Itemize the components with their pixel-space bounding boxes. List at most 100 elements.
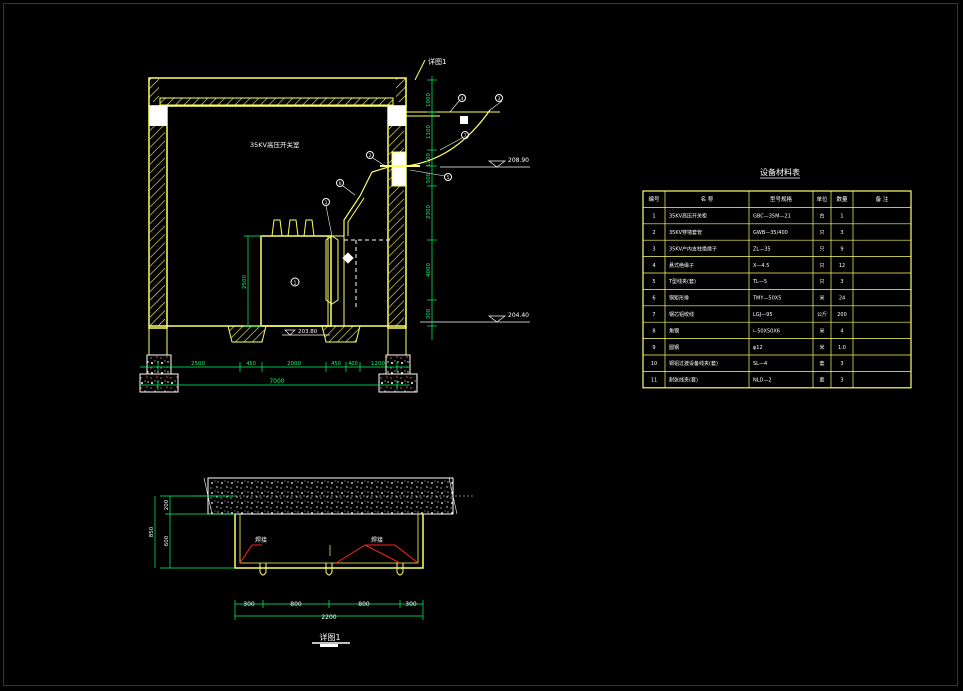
elevation-floor: 203.80 [282, 329, 330, 336]
dim-r-1: 1100 [426, 125, 432, 139]
dim-b-3: 450 [331, 361, 341, 367]
balloon-4 [458, 94, 466, 102]
leader-3 [489, 100, 503, 111]
table-cell-name: T型线夹(套) [668, 278, 696, 285]
weld-label-1: 焊接 [255, 536, 267, 544]
dim-r-0: 1000 [426, 93, 432, 107]
right-dimensions [427, 76, 437, 340]
elev-top-text: 208.90 [508, 157, 529, 164]
table-cell-unit: 套 [819, 360, 824, 367]
table-cell-unit: 米 [819, 344, 824, 351]
table-cell-unit: 米 [819, 327, 824, 334]
dim-r-3: 500 [426, 172, 432, 183]
table-cell-no: 2 [652, 230, 655, 236]
table-cell-no: 5 [652, 279, 655, 285]
table-header-qty: 数量 [836, 195, 848, 203]
table-cell-spec: GWB—35/400 [753, 230, 788, 236]
elevation-top: 208.90 [440, 157, 530, 168]
bottom-dimensions [140, 362, 410, 390]
table-header-no: 编号 [648, 195, 660, 203]
section-view: 详图1 35KV高压开关室 1 3 4 7 2 5 6 1 [139, 57, 530, 393]
table-cell-qty: 4 [840, 328, 843, 334]
hanger-2 [325, 563, 333, 576]
detail-frame-inner [239, 514, 419, 564]
table-cell-name: 35KV高压开关柜 [669, 213, 707, 220]
table-cell-no: 8 [652, 328, 655, 334]
table-cell-spec: TMY—50X5 [752, 296, 781, 302]
dim-b-2: 2000 [287, 361, 301, 367]
detail-view: 焊接 焊接 300 800 800 300 2200 [149, 477, 475, 647]
table-cell-no: 7 [652, 312, 655, 318]
table-cell-name: 铜铝过渡设备线夹(套) [669, 360, 718, 367]
detail-bottom-dims [234, 600, 424, 620]
table-cell-unit: 米 [819, 295, 824, 302]
table-cell-spec: ZL—35 [753, 246, 771, 252]
table-cell-spec: GBC—35M—21 [753, 214, 791, 220]
table-cell-qty: 1.0 [838, 345, 846, 351]
left-footing-base [139, 373, 179, 393]
detail-dim-0: 300 [243, 601, 255, 608]
weld-leader-1 [239, 544, 262, 564]
table-cell-unit: 只 [819, 263, 824, 269]
busbar [343, 165, 393, 236]
table-cell-no: 1 [652, 214, 655, 220]
table-cell-qty: 3 [840, 230, 843, 236]
balloon-2 [366, 151, 374, 159]
balloon-6 [336, 179, 344, 187]
insulator-2 [287, 219, 299, 237]
callout-detail: 详图1 [428, 57, 446, 66]
table-cell-qty: 200 [837, 312, 847, 318]
table-cell-name: 悬式绝缘子 [669, 262, 694, 269]
balloon-7-num: 7 [464, 133, 467, 139]
table-cell-qty: 1 [840, 214, 843, 220]
cabinet-side [327, 235, 345, 327]
leader-4 [449, 100, 460, 113]
table-title: 设备材料表 [760, 167, 800, 177]
table-cell-name: 35KV户内支柱绝缘子 [669, 245, 717, 252]
break-right [448, 477, 458, 515]
leader-1 [325, 205, 333, 237]
balloon-1-num: 1 [325, 200, 328, 206]
dim-b-0: 2500 [191, 361, 205, 367]
leader-7 [439, 137, 463, 151]
weld-label-2: 焊接 [371, 536, 383, 544]
balloon-5-num: 5 [447, 175, 450, 181]
table-cell-unit: 公斤 [817, 311, 827, 318]
balloon-4-num: 4 [461, 96, 464, 102]
dim-cabinet-height: 2500 [242, 275, 248, 289]
table-cell-name: 钢芯铝绞线 [669, 311, 694, 318]
table-cell-unit: 套 [819, 377, 824, 384]
table-cell-spec: X—4.5 [753, 263, 769, 269]
elev-floor-text: 203.80 [298, 329, 318, 335]
table-header-spec: 型号规格 [770, 195, 793, 203]
dim-r-6: 300 [426, 308, 432, 319]
table-header-note: 备 注 [876, 195, 889, 203]
table-cell-unit: 只 [819, 279, 824, 285]
table-cell-spec: NLD—2 [753, 378, 772, 384]
table-cell-no: 11 [651, 378, 657, 384]
room-label: 35KV高压开关室 [250, 140, 300, 149]
detail-frame [234, 514, 424, 569]
table-cell-spec: φ12 [753, 345, 763, 351]
table-cell-no: 3 [652, 246, 655, 252]
table-cell-name: 圆钢 [669, 344, 679, 351]
weld-leader-3 [364, 544, 401, 564]
detail-left-dim-1: 600 [164, 535, 170, 546]
hanger-3 [396, 563, 404, 576]
insulator-diamond [342, 252, 354, 264]
right-beam [388, 106, 406, 126]
table-cell-unit: 只 [819, 246, 824, 252]
balloon-6-num: 6 [339, 181, 342, 187]
left-cable-trench [227, 325, 267, 343]
table-cell-name: 耐张线夹(套) [669, 377, 698, 384]
detail-dim-1: 800 [290, 601, 302, 608]
table-cell-no: 9 [652, 345, 655, 351]
table-cell-qty: 3 [840, 279, 843, 285]
drawing-frame [3, 3, 958, 686]
busbar-2 [347, 197, 365, 236]
dim-r-2: 1200 [426, 153, 432, 167]
left-wall-hatch [150, 126, 165, 326]
balloon-5 [444, 173, 452, 181]
